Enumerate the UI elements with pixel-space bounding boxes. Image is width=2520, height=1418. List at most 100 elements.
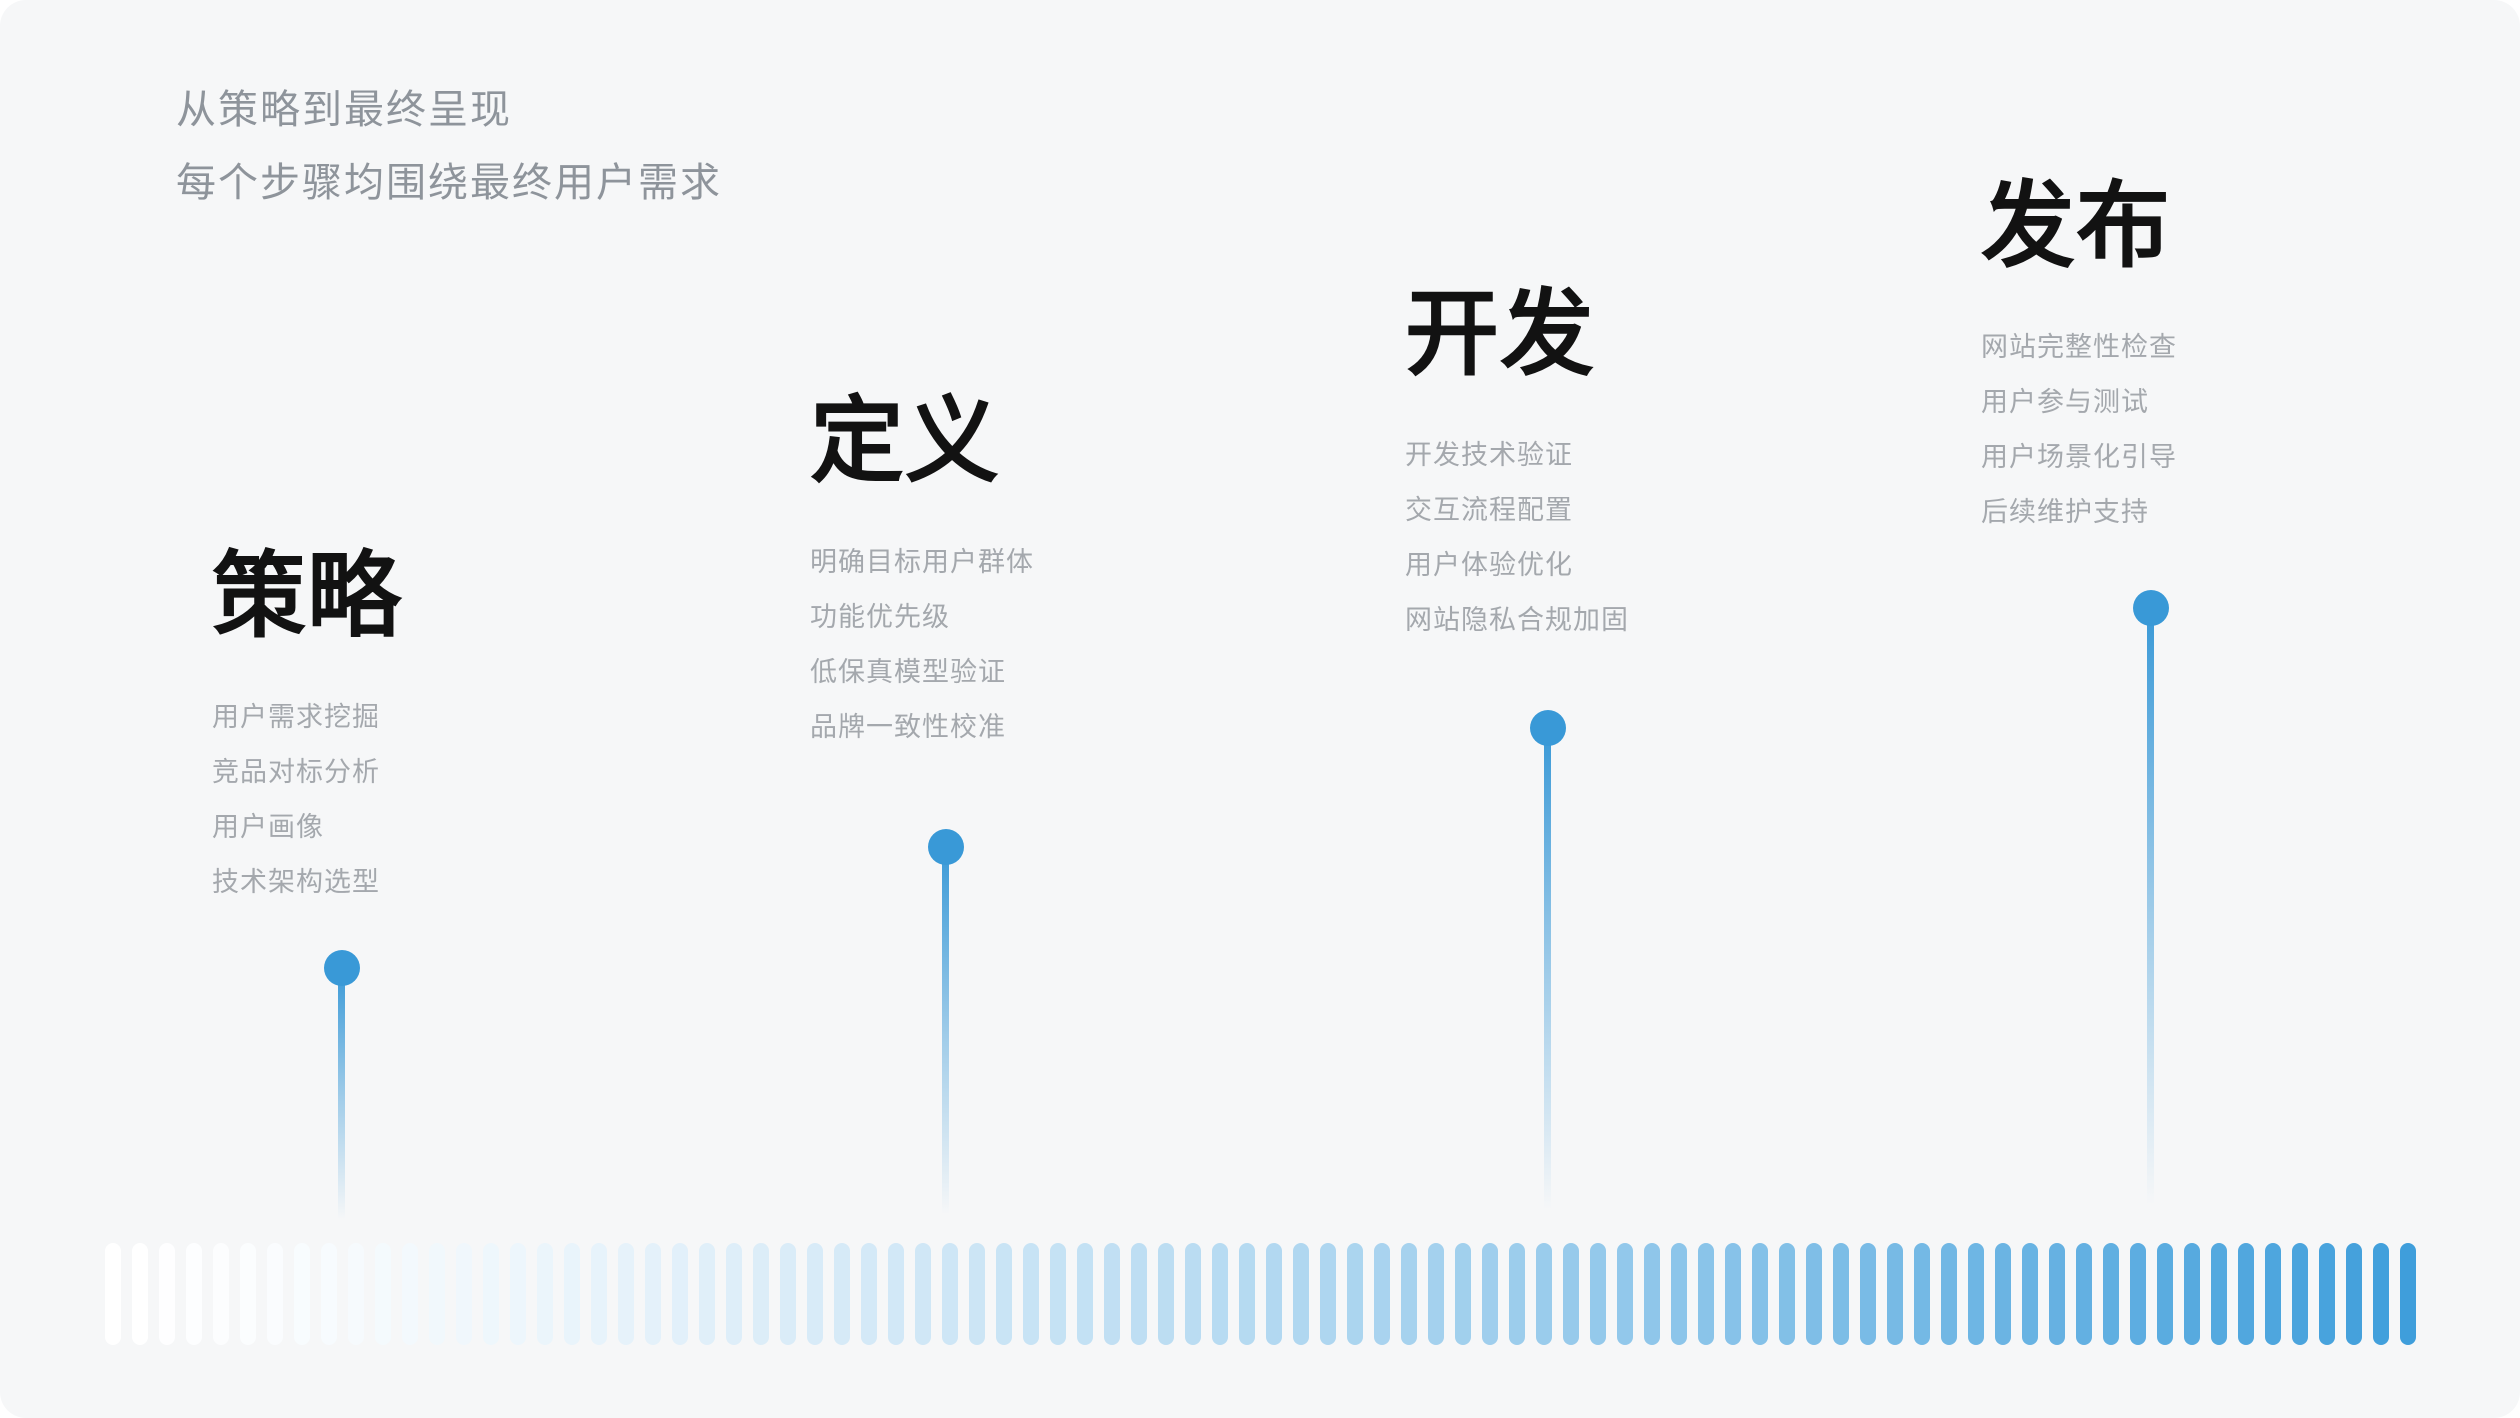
timeline-bar — [132, 1243, 148, 1345]
timeline-bar — [1185, 1243, 1201, 1345]
stage-column-define: 定义 明确目标用户群体 功能优先级 低保真模型验证 品牌一致性校准 — [810, 393, 1034, 755]
timeline-bar — [1860, 1243, 1876, 1345]
timeline-bar — [780, 1243, 796, 1345]
stage-title: 发布 — [1981, 173, 2172, 278]
timeline-bar — [1725, 1243, 1741, 1345]
stage-item-list: 明确目标用户群体 功能优先级 低保真模型验证 品牌一致性校准 — [810, 535, 1034, 755]
timeline-bar — [1455, 1243, 1471, 1345]
page-title: 从策略到最终呈现 每个步骤均围绕最终用户需求 — [176, 74, 722, 220]
timeline-bar — [1347, 1243, 1363, 1345]
timeline-bar — [1644, 1243, 1660, 1345]
stage-item: 网站完整性检查 — [1981, 332, 2177, 362]
timeline-bar — [942, 1243, 958, 1345]
timeline-bar — [861, 1243, 877, 1345]
timeline-bar — [2319, 1243, 2335, 1345]
timeline-bar — [2238, 1243, 2254, 1345]
stage-title: 开发 — [1405, 281, 1596, 386]
timeline-bar — [969, 1243, 985, 1345]
timeline-bar — [2373, 1243, 2389, 1345]
timeline-bar — [672, 1243, 688, 1345]
timeline-bar — [1941, 1243, 1957, 1345]
timeline-bar — [1617, 1243, 1633, 1345]
timeline-bar — [2157, 1243, 2173, 1345]
timeline-bar — [1212, 1243, 1228, 1345]
timeline-bar — [1995, 1243, 2011, 1345]
timeline-bar — [753, 1243, 769, 1345]
milestone-dot-icon — [324, 950, 360, 986]
timeline-bar — [726, 1243, 742, 1345]
stage-item: 用户体验优化 — [1405, 550, 1573, 580]
milestone-stem — [2147, 608, 2154, 1230]
timeline-bar — [1266, 1243, 1282, 1345]
timeline-bar — [1023, 1243, 1039, 1345]
stage-item-list: 开发技术验证 交互流程配置 用户体验优化 网站隐私合规加固 — [1405, 428, 1629, 648]
timeline-bar — [2346, 1243, 2362, 1345]
milestone-dot-icon — [1530, 710, 1566, 746]
timeline-bar — [699, 1243, 715, 1345]
timeline-bar — [1077, 1243, 1093, 1345]
stage-column-develop: 开发 开发技术验证 交互流程配置 用户体验优化 网站隐私合规加固 — [1405, 286, 1629, 648]
timeline-bar — [915, 1243, 931, 1345]
milestone-dot-icon — [928, 829, 964, 865]
stage-column-launch: 发布 网站完整性检查 用户参与测试 用户场景化引导 后续维护支持 — [1981, 178, 2177, 540]
timeline-bar — [2184, 1243, 2200, 1345]
stage-item: 用户参与测试 — [1981, 387, 2149, 417]
timeline-bar — [2103, 1243, 2119, 1345]
timeline-bar — [1374, 1243, 1390, 1345]
timeline-bar — [807, 1243, 823, 1345]
timeline-bar — [186, 1243, 202, 1345]
stage-item: 后续维护支持 — [1981, 497, 2149, 527]
stage-item: 开发技术验证 — [1405, 440, 1573, 470]
header-line-1: 从策略到最终呈现 — [176, 88, 512, 132]
timeline-bar — [2022, 1243, 2038, 1345]
timeline-bar — [1914, 1243, 1930, 1345]
timeline-bar — [645, 1243, 661, 1345]
stage-item: 用户画像 — [212, 812, 324, 842]
timeline-bar — [402, 1243, 418, 1345]
stage-item: 网站隐私合规加固 — [1405, 605, 1629, 635]
header-line-2: 每个步骤均围绕最终用户需求 — [176, 161, 722, 205]
timeline-bar — [105, 1243, 121, 1345]
stage-item: 技术架构选型 — [212, 867, 380, 897]
timeline-bar — [1293, 1243, 1309, 1345]
timeline-bar — [1752, 1243, 1768, 1345]
timeline-bar — [1833, 1243, 1849, 1345]
timeline-bar — [1104, 1243, 1120, 1345]
timeline-bar — [294, 1243, 310, 1345]
timeline-bar — [1428, 1243, 1444, 1345]
timeline-bars — [105, 1243, 2416, 1345]
timeline-bar — [2076, 1243, 2092, 1345]
timeline-bar — [2400, 1243, 2416, 1345]
milestone-stem — [1544, 728, 1551, 1230]
timeline-bar — [267, 1243, 283, 1345]
stage-item-list: 网站完整性检查 用户参与测试 用户场景化引导 后续维护支持 — [1981, 320, 2177, 540]
timeline-bar — [1806, 1243, 1822, 1345]
timeline-bar — [1590, 1243, 1606, 1345]
timeline-bar — [1563, 1243, 1579, 1345]
timeline-bar — [1536, 1243, 1552, 1345]
timeline-bar — [591, 1243, 607, 1345]
timeline-bar — [996, 1243, 1012, 1345]
timeline-bar — [1239, 1243, 1255, 1345]
milestone-dot-icon — [2133, 590, 2169, 626]
stage-item: 交互流程配置 — [1405, 495, 1573, 525]
timeline-bar — [2292, 1243, 2308, 1345]
timeline-bar — [2049, 1243, 2065, 1345]
timeline-bar — [618, 1243, 634, 1345]
stage-item: 功能优先级 — [810, 602, 950, 632]
stage-item: 用户场景化引导 — [1981, 442, 2177, 472]
stage-item: 品牌一致性校准 — [810, 712, 1006, 742]
stage-item: 明确目标用户群体 — [810, 547, 1034, 577]
timeline-bar — [834, 1243, 850, 1345]
timeline-bar — [159, 1243, 175, 1345]
timeline-bar — [429, 1243, 445, 1345]
timeline-bar — [1131, 1243, 1147, 1345]
timeline-bar — [1887, 1243, 1903, 1345]
timeline-bar — [537, 1243, 553, 1345]
stage-column-strategy: 策略 用户需求挖掘 竞品对标分析 用户画像 技术架构选型 — [212, 548, 402, 910]
timeline-bar — [375, 1243, 391, 1345]
stage-item: 竞品对标分析 — [212, 757, 380, 787]
milestone-stem — [338, 968, 345, 1230]
timeline-bar — [1779, 1243, 1795, 1345]
